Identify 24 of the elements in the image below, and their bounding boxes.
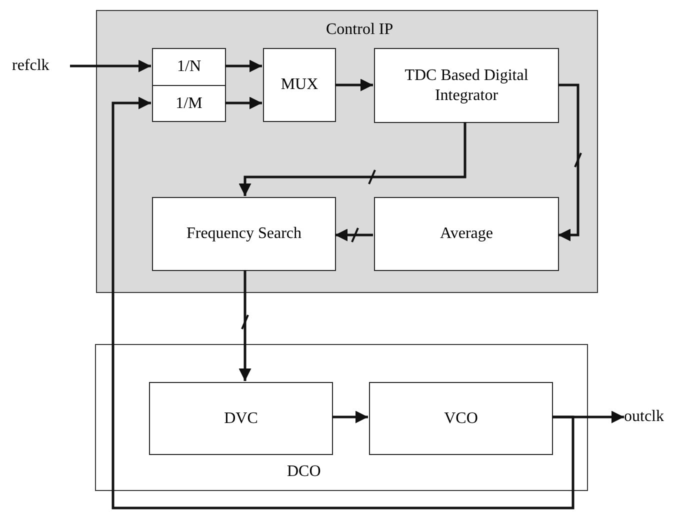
arrow	[70, 60, 151, 72]
process-box: Frequency Search	[152, 197, 336, 271]
process-box: TDC Based Digital Integrator	[374, 48, 559, 123]
container-panel	[96, 10, 598, 293]
arrow	[238, 270, 252, 381]
process-box: 1/N	[152, 48, 226, 86]
signal-label: outclk	[624, 407, 688, 427]
container-box	[95, 344, 588, 491]
arrow	[332, 410, 368, 424]
arrow	[335, 228, 373, 242]
arrow	[112, 96, 574, 510]
group-title: DCO	[287, 463, 321, 481]
group-title: Control IP	[326, 21, 394, 39]
arrow	[335, 78, 373, 92]
process-box: VCO	[369, 382, 553, 455]
arrow	[225, 60, 262, 72]
process-box: 1/M	[152, 85, 226, 122]
arrow	[238, 122, 466, 196]
process-box: Average	[374, 197, 559, 271]
signal-label: refclk	[12, 56, 70, 76]
arrow	[225, 96, 262, 110]
arrow	[558, 84, 580, 242]
process-box: MUX	[263, 48, 336, 122]
process-box: DVC	[149, 382, 333, 455]
